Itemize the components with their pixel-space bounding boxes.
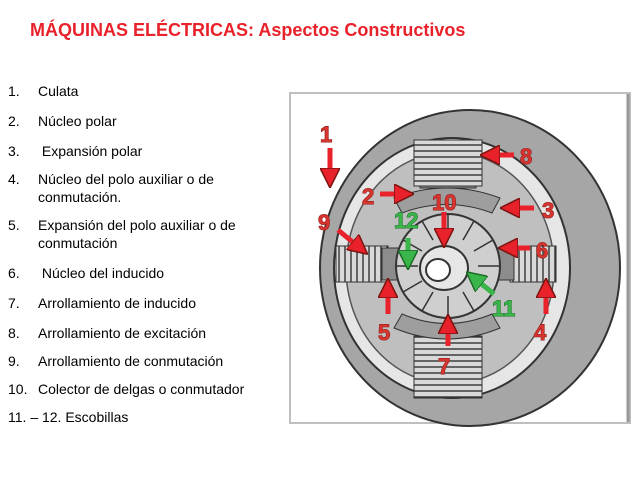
item-text: Arrollamiento de conmutación: [38, 353, 224, 369]
item-number: 4.: [8, 171, 20, 187]
field-coil-top: [413, 139, 483, 187]
label-8: 8: [520, 144, 532, 169]
item-text: Núcleo polar: [38, 113, 117, 129]
item-number: 6.: [8, 265, 20, 281]
label-6: 6: [536, 238, 548, 263]
page-title: MÁQUINAS ELÉCTRICAS: Aspectos Constructi…: [30, 20, 466, 40]
list-item: 4. Núcleo del polo auxiliar o de conmuta…: [8, 170, 283, 216]
list-item: 1. Culata: [8, 82, 283, 112]
item-text: Núcleo del polo auxiliar o de conmutació…: [38, 171, 214, 205]
list-item: 8. Arrollamiento de excitación: [8, 324, 283, 352]
label-7: 7: [438, 354, 450, 379]
list-item: 6. Núcleo del inducido: [8, 264, 283, 294]
list-item: 11. – 12. Escobillas: [8, 408, 283, 436]
item-number: 5.: [8, 217, 20, 233]
label-11: 11: [492, 296, 515, 321]
pole-shoe-top: [393, 187, 501, 214]
item-text: Expansión del polo auxiliar o de conmuta…: [38, 217, 236, 251]
field-coil-bottom: [413, 335, 483, 399]
label-4: 4: [534, 320, 547, 345]
item-number: 2.: [8, 113, 20, 129]
item-number: 8.: [8, 325, 20, 341]
label-1: 1: [320, 122, 332, 147]
list-item: 5. Expansión del polo auxiliar o de conm…: [8, 216, 283, 264]
label-9: 9: [318, 210, 330, 235]
dc-machine-diagram: 1 8 2 10 3 9 12 6 11 5 4 7: [289, 92, 631, 427]
item-text: Arrollamiento de excitación: [38, 325, 207, 341]
components-list: 1. Culata 2. Núcleo polar 3. Expansión p…: [8, 82, 283, 436]
interpole-coil-right: [509, 245, 557, 283]
label-10: 10: [432, 190, 456, 215]
list-item: 9. Arrollamiento de conmutación: [8, 352, 283, 380]
label-5: 5: [378, 320, 390, 345]
label-12: 12: [394, 208, 418, 233]
label-3: 3: [542, 198, 554, 223]
item-number: 9.: [8, 353, 20, 369]
arrow-9: [336, 228, 360, 248]
item-text: 11. – 12. Escobillas: [8, 409, 129, 425]
item-text: Culata: [38, 83, 79, 99]
list-item: 10. Colector de delgas o conmutador: [8, 380, 283, 408]
list-item: 7. Arrollamiento de inducido: [8, 294, 283, 324]
list-item: 3. Expansión polar: [8, 142, 283, 170]
item-number: 10.: [8, 381, 28, 397]
item-number: 3.: [8, 143, 20, 159]
list-item: 2. Núcleo polar: [8, 112, 283, 142]
interpole-coil-left: [335, 245, 389, 283]
item-text: Arrollamiento de inducido: [38, 295, 196, 311]
arrow-11: [474, 278, 496, 296]
item-text: Núcleo del inducido: [38, 265, 165, 281]
item-number: 7.: [8, 295, 20, 311]
label-2: 2: [362, 184, 374, 209]
item-text: Colector de delgas o conmutador: [38, 381, 245, 397]
item-text: Expansión polar: [38, 143, 143, 159]
item-number: 1.: [8, 83, 20, 99]
